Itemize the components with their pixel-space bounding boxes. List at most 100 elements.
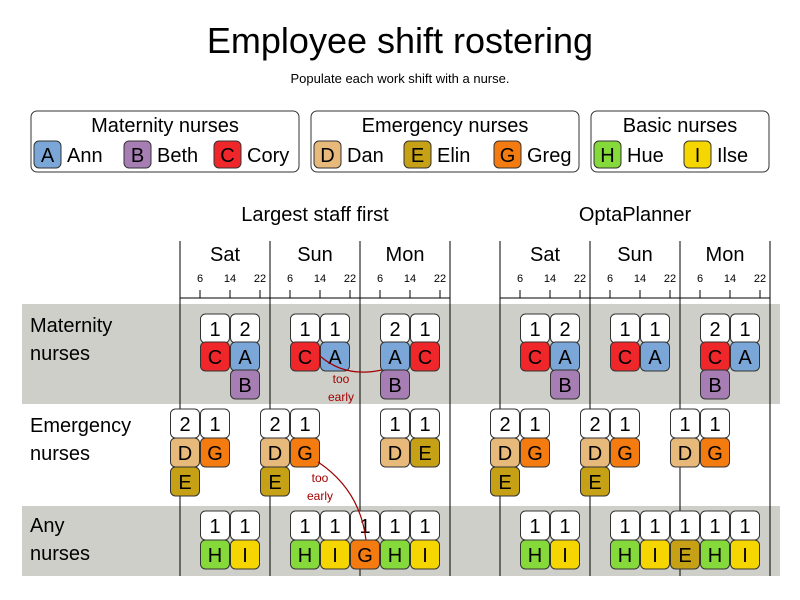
diagram-subtitle: Populate each work shift with a nurse.	[290, 71, 510, 86]
shift-need-count: 2	[709, 319, 720, 341]
hour-tick-label: 6	[197, 273, 203, 285]
shift-slot: 1C	[200, 313, 230, 372]
shift-slot: 1G	[290, 408, 320, 468]
shift-slot: 1D	[670, 408, 700, 468]
assigned-nurse-letter: H	[708, 545, 722, 567]
day-label: Sun	[617, 244, 653, 266]
too-early-label: early	[328, 390, 354, 404]
hour-tick-label: 6	[697, 273, 703, 285]
assigned-nurse	[520, 341, 550, 372]
shift-need-count: 1	[359, 516, 370, 538]
day-label: Sat	[530, 244, 560, 266]
shift-slot: 1I	[730, 510, 760, 570]
shift-slot: 1D	[380, 408, 410, 468]
shift-slot: 2AB	[230, 313, 260, 400]
hour-tick-label: 22	[434, 273, 446, 285]
shift-slot: 1I	[230, 510, 260, 570]
assigned-nurse	[730, 341, 760, 372]
nurse-swatch	[493, 140, 522, 169]
shift-need-count: 1	[209, 319, 220, 341]
shift-slot: 2DE	[490, 408, 520, 497]
hour-tick-label: 14	[634, 273, 646, 285]
assigned-nurse-letter: A	[648, 347, 662, 369]
assigned-nurse-letter: B	[708, 375, 721, 397]
assigned-nurse	[520, 539, 550, 570]
nurse-swatch	[313, 140, 342, 169]
shift-need-count: 1	[419, 319, 430, 341]
legend-title: Basic nurses	[623, 115, 738, 137]
assigned-nurse	[290, 539, 320, 570]
assigned-nurse-letter: D	[498, 443, 512, 465]
shift-need-count: 2	[389, 319, 400, 341]
legend-title: Emergency nurses	[362, 115, 529, 137]
assigned-nurse	[610, 341, 640, 372]
shift-need-count: 1	[209, 414, 220, 436]
hour-tick-label: 22	[254, 273, 266, 285]
assigned-nurse-letter: I	[332, 545, 338, 567]
nurse-swatch	[403, 140, 432, 169]
assigned-nurse	[380, 369, 410, 400]
row-label: nurses	[30, 343, 90, 365]
assigned-nurse-letter: E	[588, 472, 601, 494]
shift-slot: 1H	[200, 510, 230, 570]
assigned-nurse-letter: B	[558, 375, 571, 397]
assigned-nurse	[230, 539, 260, 570]
shift-slot: 1C	[290, 313, 320, 372]
legend-title: Maternity nurses	[91, 115, 239, 137]
shift-need-count: 1	[209, 516, 220, 538]
row-label: Maternity	[30, 315, 112, 337]
nurse-letter: H	[600, 145, 614, 167]
assigned-nurse-letter: E	[418, 443, 431, 465]
too-early-label: early	[307, 489, 333, 503]
assigned-nurse	[290, 341, 320, 372]
shift-slot: 1I	[410, 510, 440, 570]
shift-need-count: 1	[529, 414, 540, 436]
assigned-nurse	[260, 466, 290, 497]
assigned-nurse-letter: A	[388, 347, 402, 369]
assigned-nurse-letter: H	[208, 545, 222, 567]
shift-slot: 1G	[200, 408, 230, 468]
shift-need-count: 2	[589, 414, 600, 436]
hour-tick-label: 6	[377, 273, 383, 285]
nurse-name: Dan	[347, 145, 384, 167]
shift-slot: 1E	[410, 408, 440, 468]
assigned-nurse	[670, 539, 700, 570]
assigned-nurse-letter: D	[388, 443, 402, 465]
shift-slot: 1H	[610, 510, 640, 570]
assigned-nurse-letter: E	[268, 472, 281, 494]
shift-slot: 1I	[320, 510, 350, 570]
shift-slot: 1A	[730, 313, 760, 372]
nurse-name: Elin	[437, 145, 470, 167]
hour-tick-label: 22	[574, 273, 586, 285]
panel-title: OptaPlanner	[579, 204, 692, 226]
nurse-swatch	[123, 140, 152, 169]
assigned-nurse	[670, 437, 700, 468]
assigned-nurse	[610, 437, 640, 468]
assigned-nurse-letter: E	[678, 545, 691, 567]
shift-need-count: 2	[559, 319, 570, 341]
nurse-swatch	[33, 140, 62, 169]
shift-slot: 1G	[610, 408, 640, 468]
nurse-name: Ilse	[717, 145, 748, 167]
assigned-nurse-letter: G	[527, 443, 543, 465]
assigned-nurse-letter: G	[357, 545, 373, 567]
nurse-name: Cory	[247, 145, 289, 167]
nurse-letter: D	[320, 145, 334, 167]
assigned-nurse-letter: I	[562, 545, 568, 567]
nurse-name: Beth	[157, 145, 198, 167]
shift-need-count: 1	[709, 414, 720, 436]
nurse-letter: C	[220, 145, 234, 167]
shift-need-count: 1	[529, 516, 540, 538]
assigned-nurse	[640, 341, 670, 372]
assigned-nurse	[200, 437, 230, 468]
hour-tick-label: 14	[544, 273, 556, 285]
shift-need-count: 1	[389, 516, 400, 538]
assigned-nurse-letter: A	[238, 347, 252, 369]
assigned-nurse-letter: I	[742, 545, 748, 567]
diagram-title: Employee shift rostering	[206, 20, 594, 61]
shift-slot: 2DE	[580, 408, 610, 497]
row-label: nurses	[30, 543, 90, 565]
shift-need-count: 2	[499, 414, 510, 436]
